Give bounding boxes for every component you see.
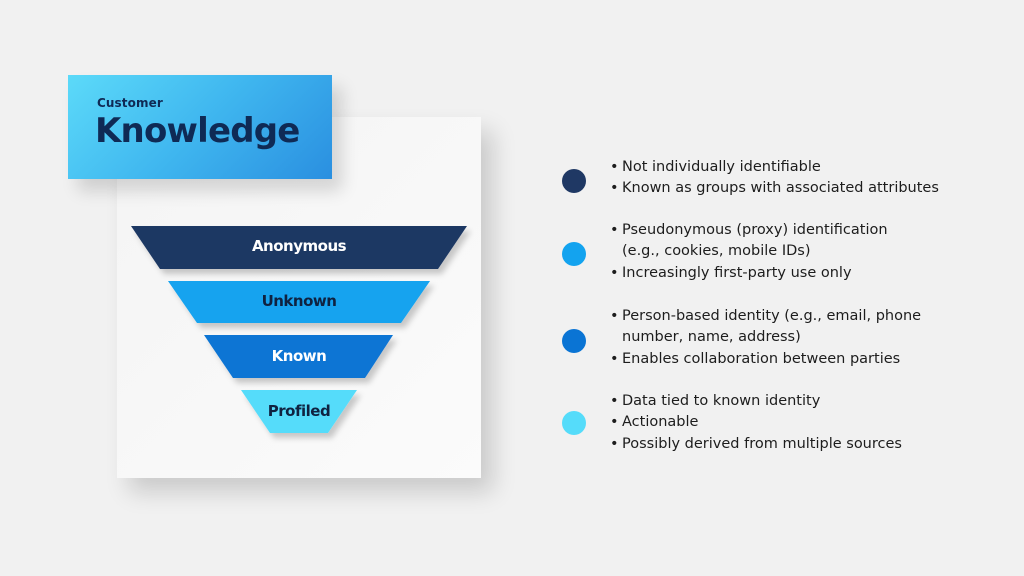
bullet-item: Actionable — [610, 412, 902, 434]
title-heading: Knowledge — [95, 111, 300, 151]
bullet-item-continuation: number, name, address) — [622, 329, 801, 346]
bullet-item: Possibly derived from multiple sources — [610, 434, 902, 456]
circle-icon — [562, 169, 586, 193]
bullet-item-continuation: (e.g., cookies, mobile IDs) — [622, 243, 811, 260]
bullet-item: Known as groups with associated attribut… — [610, 178, 939, 200]
bullet-list: Data tied to known identity Actionable P… — [610, 391, 902, 455]
bullet-item: Pseudonymous (proxy) identification — [610, 220, 888, 242]
bullet-item: Not individually identifiable — [610, 157, 939, 179]
title-box: Customer Knowledge — [68, 75, 332, 179]
circle-icon — [562, 242, 586, 266]
funnel-label-anonymous: Anonymous — [251, 237, 347, 255]
bullet-item: Person-based identity (e.g., email, phon… — [610, 306, 921, 328]
funnel-label-unknown: Unknown — [261, 292, 337, 310]
bullet-item: Data tied to known identity — [610, 391, 902, 413]
bullet-item: Increasingly first-party use only — [610, 263, 888, 285]
title-subtitle: Customer — [97, 96, 163, 110]
funnel-label-profiled: Profiled — [267, 402, 331, 420]
circle-icon — [562, 329, 586, 353]
bullet-list: Person-based identity (e.g., email, phon… — [610, 306, 921, 370]
circle-icon — [562, 411, 586, 435]
bullet-list: Not individually identifiable Known as g… — [610, 157, 939, 200]
bullet-list: Pseudonymous (proxy) identification (e.g… — [610, 220, 888, 284]
funnel-label-known: Known — [271, 347, 327, 365]
bullet-item: Enables collaboration between parties — [610, 349, 921, 371]
